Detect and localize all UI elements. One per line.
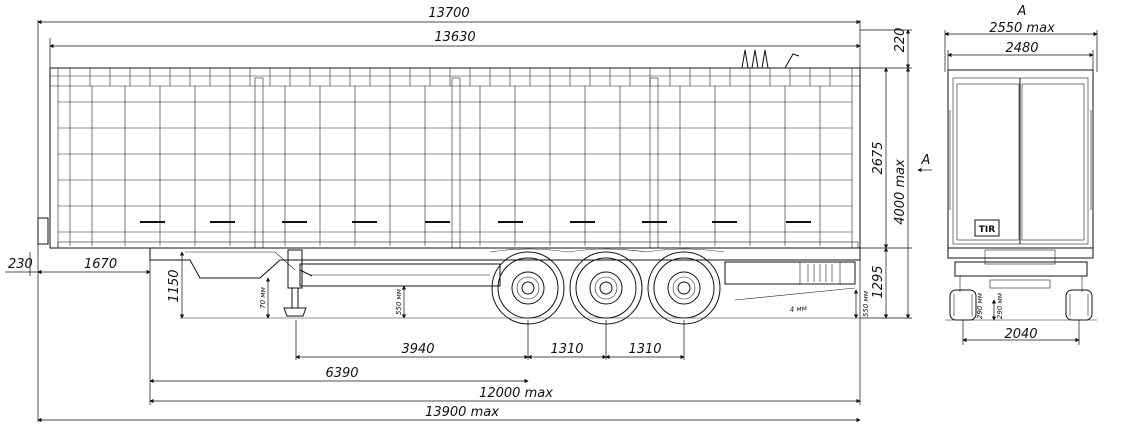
section-mark: A xyxy=(1017,4,1027,19)
rear-wheel-left xyxy=(949,289,977,321)
tir-plate xyxy=(974,219,1000,237)
dim-max-chassis-length: 12000 max xyxy=(479,386,553,401)
dimension-lines xyxy=(5,19,912,423)
dim-small-ramp: 4 мм xyxy=(789,304,808,314)
dim-kingpin-to-axle: 6390 xyxy=(325,366,358,381)
dim-small-left: 290 мм xyxy=(976,292,984,319)
wheel-axle-3 xyxy=(647,251,721,325)
dim-body-length: 13630 xyxy=(434,30,475,45)
dim-axle-spacing-2: 1310 xyxy=(628,342,661,357)
view-arrow-label: A xyxy=(921,153,931,168)
trailer-body xyxy=(49,67,861,249)
rear-body: TIR xyxy=(947,69,1094,249)
rear-view: TIR A 2550 max xyxy=(917,4,1098,345)
dim-deck-height: 1295 xyxy=(871,265,886,298)
landing-gear xyxy=(283,249,313,317)
chassis xyxy=(149,247,861,301)
tir-logo: TIR xyxy=(979,225,995,235)
roof-bows xyxy=(69,68,831,86)
body-posts xyxy=(254,77,659,249)
side-view: 13700 13630 230 1670 3940 1310 1310 6390… xyxy=(5,6,912,423)
dim-track-width: 2040 xyxy=(1004,327,1037,342)
dim-small-rear: 550 мм xyxy=(862,290,870,317)
dim-max-width: 2550 max xyxy=(989,21,1055,36)
dim-front-overhang: 230 xyxy=(8,257,33,272)
dim-max-height: 4000 max xyxy=(893,159,908,225)
curtain-straps xyxy=(69,86,821,246)
dim-roof-height: 220 xyxy=(893,28,908,53)
rear-bumper xyxy=(947,247,1094,292)
dim-side-height: 2675 xyxy=(871,141,886,174)
wheel-axle-2 xyxy=(569,251,643,325)
dim-total-length: 13700 xyxy=(428,6,469,21)
curtain-rails xyxy=(58,101,852,233)
dim-small-leg: 70 мм xyxy=(259,286,267,308)
front-post xyxy=(37,217,49,245)
dim-support-to-axle: 3940 xyxy=(401,342,434,357)
dim-max-overall-length: 13900 max xyxy=(425,405,499,420)
rear-wheel-right xyxy=(1065,289,1093,321)
rear-dimension-lines xyxy=(917,30,1098,345)
wheel-arches xyxy=(489,248,725,253)
dim-small-mid: 550 мм xyxy=(395,288,403,315)
dim-axle-spacing-1: 1310 xyxy=(550,342,583,357)
dim-fifth-wheel-height: 1150 xyxy=(167,269,182,302)
roof-tensioner-springs xyxy=(741,49,800,69)
dim-body-width: 2480 xyxy=(1005,41,1038,56)
wheel-axle-1 xyxy=(491,251,565,325)
dim-kingpin-offset: 1670 xyxy=(84,257,117,272)
dim-small-right: 290 мм xyxy=(996,292,1004,319)
